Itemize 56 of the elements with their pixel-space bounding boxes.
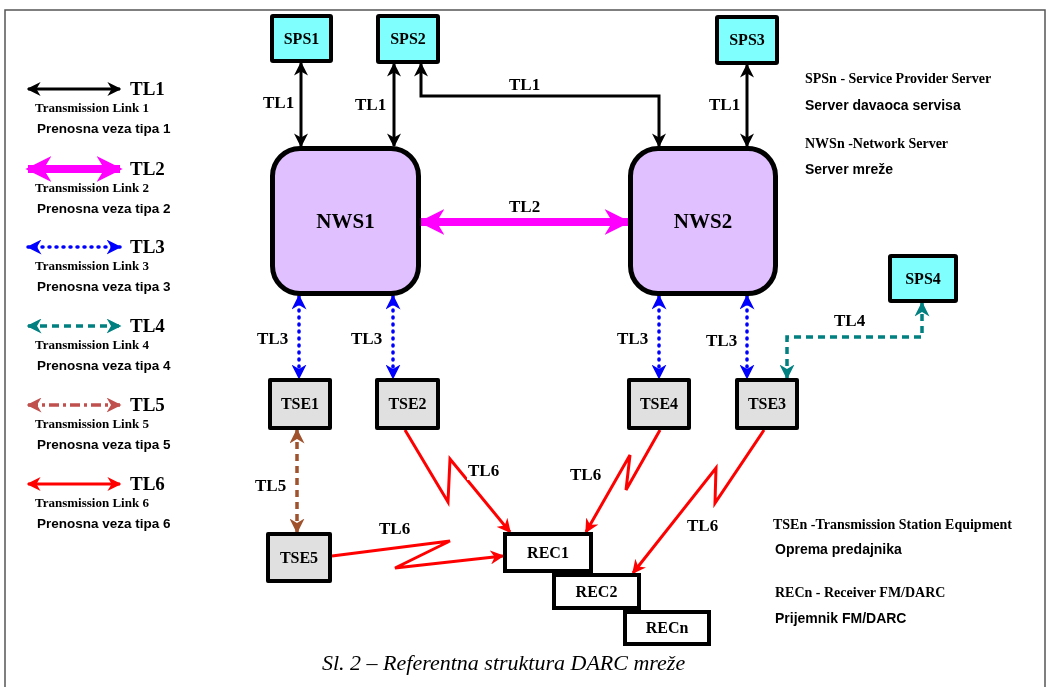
- edge-label: TL6: [467, 462, 501, 480]
- legend-label: TL3: [130, 236, 165, 258]
- link-arrow: [331, 539, 505, 570]
- link-arrow: [651, 294, 667, 380]
- link-arrow: [779, 301, 930, 380]
- definition-text: Prijemnik FM/DARC: [775, 610, 907, 626]
- link-arrow: [631, 429, 766, 575]
- legend-label: TL5: [130, 394, 165, 416]
- definition-text: Transmission Link 2: [35, 180, 149, 196]
- definition-text: Prenosna veza tipa 4: [37, 358, 171, 373]
- link-arrow: [291, 294, 307, 380]
- definition-text: Prenosna veza tipa 2: [37, 201, 171, 216]
- link-arrow: [289, 428, 305, 534]
- definition-text: RECn - Receiver FM/DARC: [775, 585, 946, 601]
- legend-label: TL1: [130, 78, 165, 100]
- receiver-box: REC2: [552, 573, 641, 610]
- server-box: SPS1: [270, 14, 333, 63]
- legend-label: TL4: [130, 315, 165, 337]
- link-arrow: [294, 61, 308, 148]
- definition-text: Prenosna veza tipa 3: [37, 279, 171, 294]
- definition-text: TSEn -Transmission Station Equipment: [773, 517, 1012, 533]
- link-arrow: [387, 62, 401, 148]
- definition-text: Transmission Link 3: [35, 258, 149, 274]
- definition-text: NWSn -Network Server: [805, 136, 949, 152]
- receiver-box: RECn: [623, 610, 711, 646]
- station-box: TSE3: [735, 378, 799, 430]
- figure-caption: Sl. 2 – Referentna struktura DARC mreže: [322, 650, 686, 676]
- link-arrow: [414, 62, 666, 148]
- server-box: SPS2: [376, 14, 440, 64]
- definition-text: Prenosna veza tipa 1: [37, 121, 171, 136]
- definition-text: Transmission Link 4: [35, 337, 149, 353]
- definition-text: Transmission Link 5: [35, 416, 149, 432]
- link-arrow: [385, 294, 401, 380]
- definition-text: Transmission Link 6: [35, 495, 149, 511]
- definition-text: Server mreže: [805, 161, 893, 177]
- legend-label: TL6: [130, 473, 165, 495]
- definition-text: Prenosna veza tipa 5: [37, 437, 171, 452]
- server-box: SPS3: [715, 15, 779, 65]
- network-server-box: NWS1: [270, 146, 421, 296]
- link-arrow: [584, 429, 662, 534]
- definition-text: SPSn - Service Provider Server: [805, 71, 992, 87]
- definition-text: Prenosna veza tipa 6: [37, 516, 171, 531]
- receiver-box: REC1: [503, 532, 593, 573]
- definition-text: Oprema predajnika: [775, 541, 902, 557]
- link-arrow: [739, 294, 755, 380]
- definition-text: Server davaoca servisa: [805, 97, 961, 113]
- station-box: TSE2: [375, 378, 440, 430]
- station-box: TSE5: [266, 532, 332, 583]
- legend-label: TL2: [130, 158, 165, 180]
- station-box: TSE1: [268, 378, 332, 430]
- station-box: TSE4: [627, 378, 691, 430]
- link-arrow: [740, 63, 754, 148]
- link-arrow: [403, 429, 512, 534]
- server-box: SPS4: [888, 254, 958, 303]
- network-server-box: NWS2: [628, 146, 778, 296]
- definition-text: Transmission Link 1: [35, 100, 149, 116]
